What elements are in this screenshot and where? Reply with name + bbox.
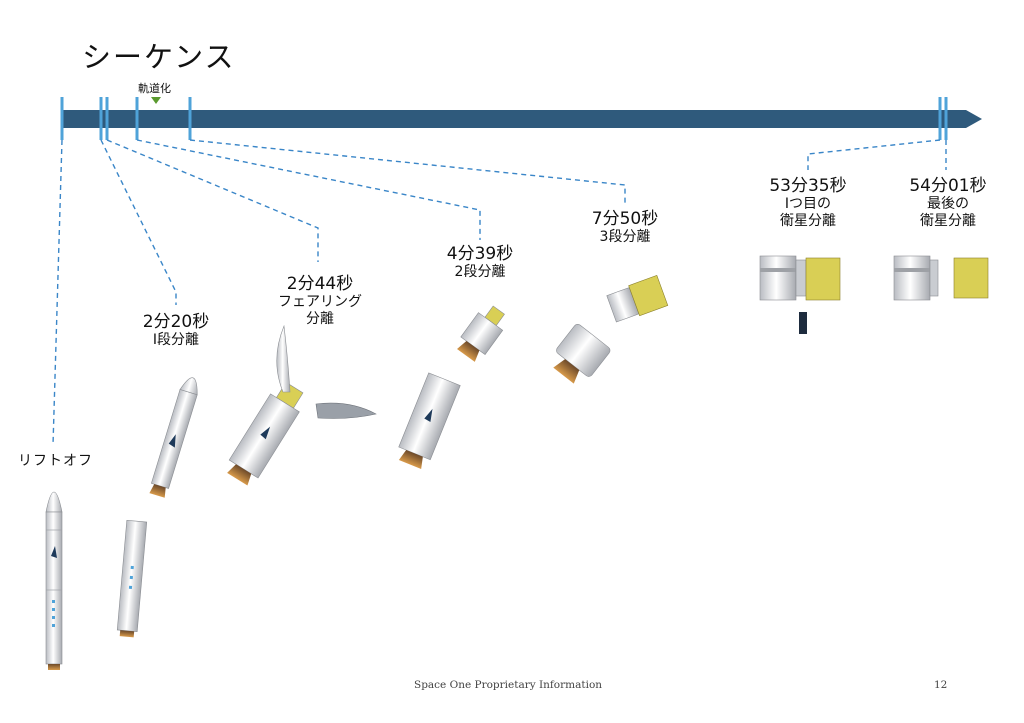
rocket-stage2-upper [456,305,505,362]
event-time: 54分01秒 [909,176,987,196]
event-desc: フェアリング [278,294,362,311]
timeline-markers [60,97,948,140]
event-label-stage1: 2分20秒 I段分離 [126,312,226,349]
event-desc: 衛星分離 [780,213,836,230]
event-label-sat2: 54分01秒 最後の 衛星分離 [888,176,1008,230]
event-desc: Iつ目の [784,196,832,213]
event-desc: 3段分離 [599,229,651,246]
page-title: シーケンス [82,40,236,74]
event-desc: 2段分離 [454,264,506,281]
event-desc: 最後の [927,196,969,213]
rocket-stage1-upper [149,377,198,498]
rocket-stage3 [553,324,611,384]
event-time: 4分39秒 [446,244,514,264]
rocket-fairing-body [227,381,304,486]
timeline-bar [62,110,982,128]
page-number: 12 [934,679,948,691]
event-label-fairing: 2分44秒 フェアリング 分離 [260,274,380,328]
event-time: 53分35秒 [769,176,847,196]
event-time: 7分50秒 [591,209,659,229]
satellite-stack [606,275,669,323]
event-time: 2分44秒 [286,274,354,294]
satellite-separation-1 [759,255,841,334]
event-desc: I段分離 [152,332,200,349]
fairing-half-left [276,324,291,393]
event-label-stage2: 4分39秒 2段分離 [425,244,535,281]
event-desc: 分離 [306,311,334,328]
event-label-sat1: 53分35秒 Iつ目の 衛星分離 [748,176,868,230]
satellite-separation-2 [893,255,989,301]
footer-text: Space One Proprietary Information [414,679,603,691]
rocket-stage1-lower [116,520,148,638]
orbit-marker [151,97,161,104]
event-label-stage3: 7分50秒 3段分離 [570,209,680,246]
event-time: 2分20秒 [142,312,210,332]
orbit-label: 軌道化 [138,82,171,95]
fairing-half-right [315,402,377,419]
rocket-liftoff [45,491,63,670]
event-label-liftoff: リフトオフ [18,453,93,469]
event-desc: 衛星分離 [920,213,976,230]
leader-lines [52,139,947,446]
rocket-stage2-lower [398,372,461,470]
